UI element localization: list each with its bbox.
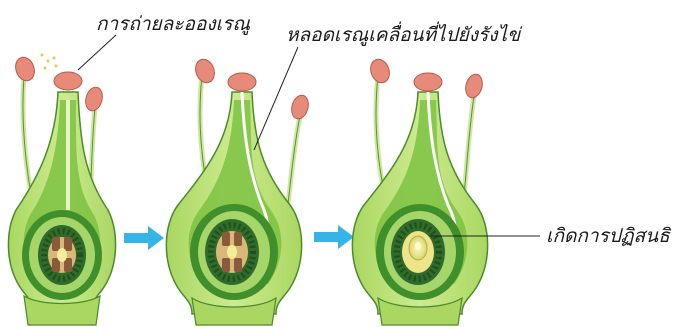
flower-stage-1 <box>8 54 115 326</box>
flower-stage-3 <box>352 57 487 325</box>
anther <box>367 57 392 86</box>
label-fertilization: เกิดการปฏิสนธิ <box>546 225 672 247</box>
anther <box>463 72 485 99</box>
arrow-right-icon <box>314 225 354 249</box>
stigma <box>414 73 442 91</box>
anther <box>12 55 37 84</box>
ovule <box>391 219 445 285</box>
pollen-grains <box>41 54 58 70</box>
anther <box>289 93 311 120</box>
arrow-right-icon <box>124 226 164 250</box>
flower-stage-2 <box>166 57 310 325</box>
anther <box>83 85 105 112</box>
label-pollination: การถ่ายละอองเรณู <box>96 13 250 35</box>
stigma <box>228 73 256 91</box>
ovule <box>38 225 86 285</box>
stigma <box>54 72 82 90</box>
anther <box>192 57 217 86</box>
label-pollen-tube: หลอดเรณูเคลื่อนที่ไปยังรังไข่ <box>286 21 523 46</box>
ovule <box>205 219 259 285</box>
